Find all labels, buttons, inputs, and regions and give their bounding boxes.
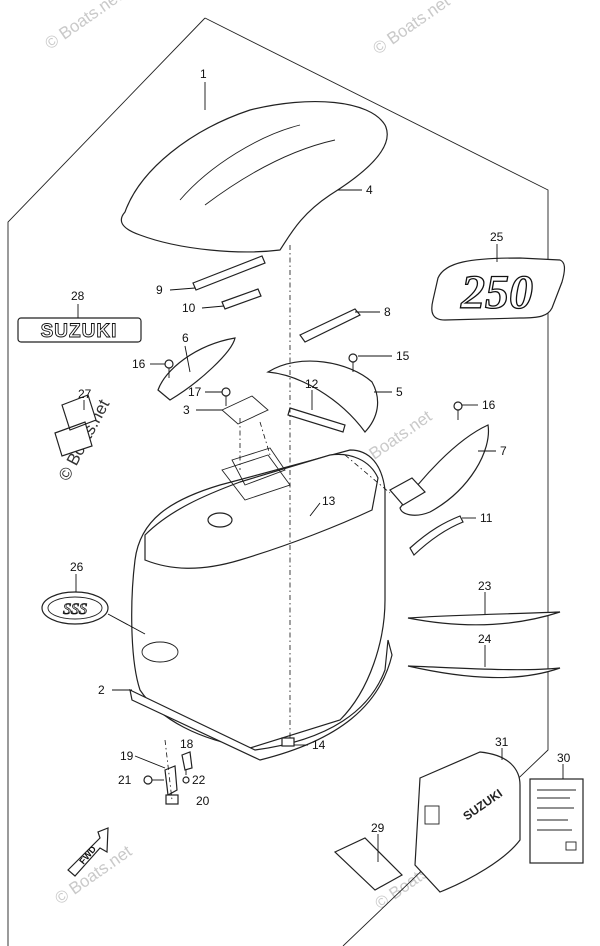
alignment-line-right <box>344 454 391 494</box>
callout-1: 1 <box>200 67 207 81</box>
s-logo-decal <box>54 394 97 457</box>
assembly-boundary-left <box>7 17 206 946</box>
callout-10: 10 <box>182 301 196 315</box>
engine-side-badge <box>141 641 179 663</box>
top-cover-lid <box>120 100 388 253</box>
engine-intake-duct <box>231 447 286 486</box>
callout-16-right: 16 <box>482 398 496 412</box>
leader-13 <box>309 502 321 517</box>
grille-bracket <box>389 477 426 506</box>
alignment-line-mid <box>259 421 271 456</box>
manual-icon <box>565 841 577 851</box>
storage-cover-pocket <box>424 805 440 825</box>
sss-decal <box>41 591 109 625</box>
seal-strip-11 <box>409 515 464 556</box>
callout-11: 11 <box>480 511 493 525</box>
top-cover-lid-ridge-2 <box>204 139 336 206</box>
callout-17: 17 <box>188 385 202 399</box>
screw-15 <box>348 353 358 372</box>
bolt-21 <box>143 775 164 785</box>
bracket-19 <box>164 765 178 796</box>
screw-17 <box>221 387 231 406</box>
sss-decal-ring <box>47 596 103 620</box>
callout-29: 29 <box>371 821 385 835</box>
callout-14: 14 <box>312 738 326 752</box>
suzuki-decal <box>17 317 142 343</box>
callout-26: 26 <box>70 560 84 574</box>
top-cover-lid-ridge <box>179 124 301 201</box>
callout-23: 23 <box>478 579 492 593</box>
bolt-22 <box>182 768 190 784</box>
grommet-14 <box>281 737 295 747</box>
side-stripe-23 <box>407 611 561 626</box>
duct-frame <box>221 395 269 425</box>
callout-25: 25 <box>490 230 504 244</box>
callout-5: 5 <box>396 385 403 399</box>
owner-manual-card <box>529 778 584 864</box>
sss-decal-text: SSS <box>63 601 87 618</box>
leader-19 <box>134 755 166 769</box>
screw-16-right <box>453 401 463 420</box>
callout-18: 18 <box>180 737 194 751</box>
model-decal-text: 250 <box>460 266 533 319</box>
seal-strip-12 <box>287 407 346 433</box>
callout-28: 28 <box>71 289 85 303</box>
clip-18 <box>181 751 193 771</box>
engine-oil-cap <box>207 512 233 528</box>
parts-bag <box>333 837 403 891</box>
callout-19: 19 <box>120 749 134 763</box>
callout-20: 20 <box>196 794 210 808</box>
leader-10 <box>201 305 225 309</box>
seal-strip-9 <box>192 255 266 291</box>
callout-9: 9 <box>156 283 163 297</box>
watermark-top-left: © Boats.net <box>41 0 125 53</box>
callout-4: 4 <box>366 183 373 197</box>
callout-2: 2 <box>98 683 105 697</box>
callout-27: 27 <box>78 387 92 401</box>
engine-storage-cover <box>414 751 521 893</box>
seal-strip-10 <box>221 288 262 310</box>
watermark-top-right: © Boats.net <box>369 0 453 58</box>
callout-12: 12 <box>305 377 319 391</box>
callout-24: 24 <box>478 632 492 646</box>
suzuki-decal-text: SUZUKI <box>41 321 118 342</box>
leader-26b <box>107 613 146 635</box>
fwd-arrow-icon <box>67 827 109 877</box>
side-grille-left <box>157 337 236 401</box>
callout-8: 8 <box>384 305 391 319</box>
callout-31: 31 <box>495 735 509 749</box>
callout-16-left: 16 <box>132 357 146 371</box>
callout-15: 15 <box>396 349 410 363</box>
callout-7: 7 <box>500 444 507 458</box>
model-decal <box>431 257 566 321</box>
callout-6: 6 <box>182 331 189 345</box>
seal-strip-8 <box>299 308 361 343</box>
engine-cover-top <box>144 453 379 569</box>
side-grille-right <box>399 424 490 516</box>
side-stripe-24 <box>407 665 561 679</box>
callout-22: 22 <box>192 773 206 787</box>
rear-grille <box>266 360 379 433</box>
callout-21: 21 <box>118 773 132 787</box>
callout-30: 30 <box>557 751 571 765</box>
callout-3: 3 <box>183 403 190 417</box>
nut-20 <box>165 794 179 805</box>
alignment-line-bracket <box>164 739 173 801</box>
leader-6 <box>184 345 191 373</box>
callout-13: 13 <box>322 494 336 508</box>
leader-9 <box>169 287 196 291</box>
